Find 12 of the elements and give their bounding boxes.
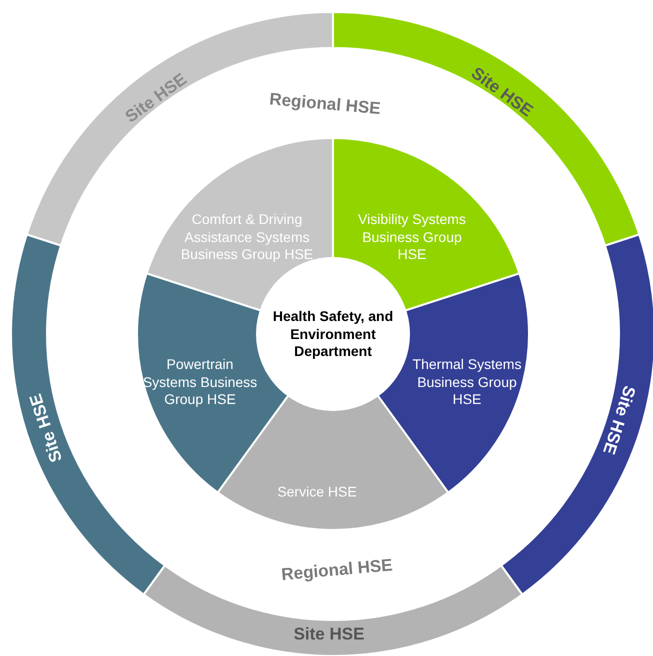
ring-label: Site HSE [24, 390, 67, 467]
segment-label: Service HSE [276, 483, 358, 501]
band-label: Regional HSE [268, 88, 382, 120]
segment-label: Thermal Systems Business Group HSE [412, 356, 522, 408]
ring-label: Site HSE [292, 623, 366, 645]
segment-label: Comfort & Driving Assistance Systems Business Group HSE [180, 210, 314, 264]
segment-label: Visibility Systems Business Group HSE [357, 210, 467, 264]
band-label: Regional HSE [280, 554, 394, 586]
ring-label: Site HSE [598, 382, 640, 459]
ring-label: Site HSE [466, 62, 538, 122]
segment-label: Powertrain Systems Business Group HSE [142, 356, 258, 408]
center-label: Health Safety, and Environment Department [272, 308, 394, 360]
